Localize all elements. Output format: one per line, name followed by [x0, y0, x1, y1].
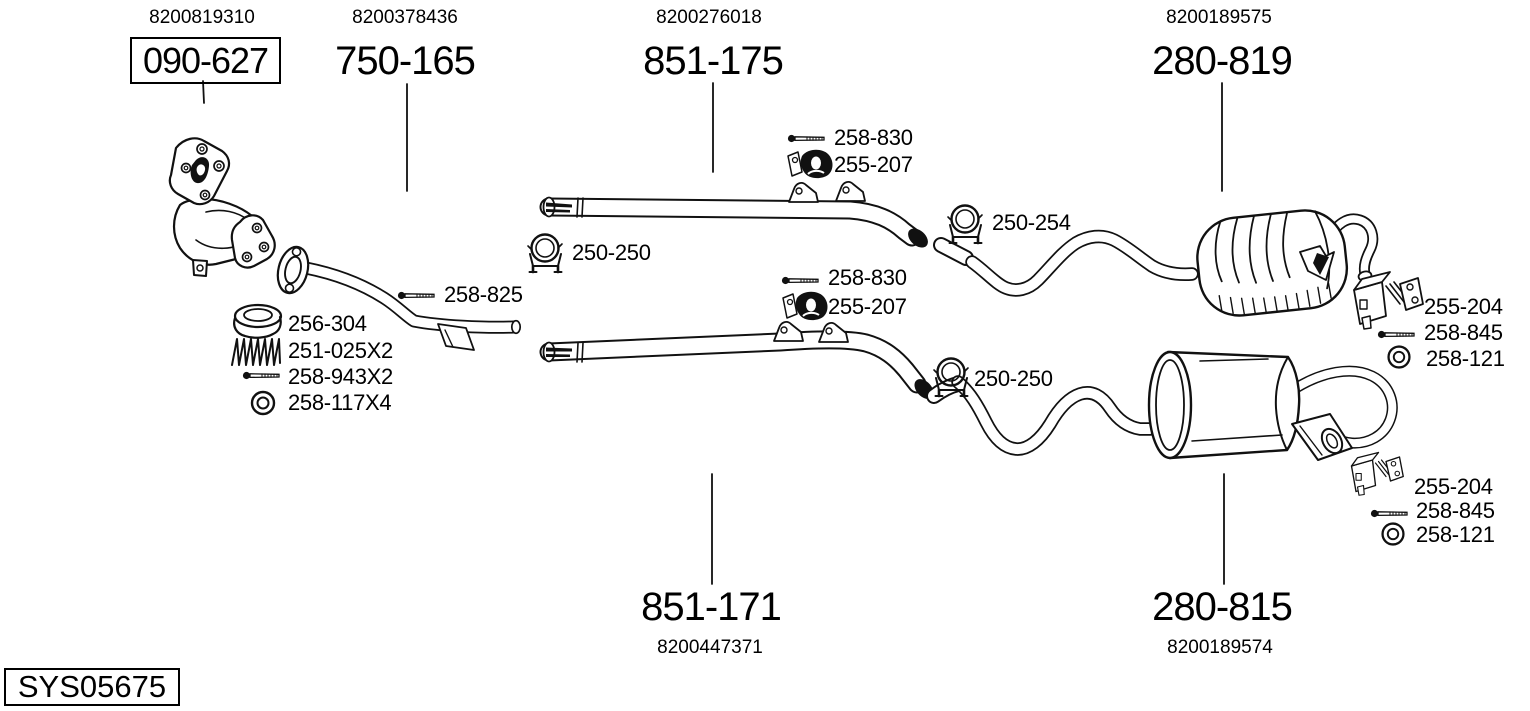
- oem-number-manifold: 8200819310: [149, 7, 255, 28]
- label-rubber-mount-255-207-lower: 255-207: [828, 294, 907, 319]
- manifold-art: [168, 137, 276, 277]
- clamp-icon-250-250-upper: [526, 233, 564, 274]
- label-bolt-258-830-upper: 258-830: [834, 125, 913, 150]
- rear-silencer-lower-art: [926, 350, 1398, 461]
- center-pipe-lower-art: [539, 321, 934, 399]
- front-pipe-art: [276, 245, 522, 351]
- label-bolt-258-845-lower: 258-845: [1416, 498, 1495, 523]
- oem-number-center-pipe-lower: 8200447371: [657, 637, 763, 658]
- label-bolt-258-943: 258-943X2: [288, 364, 393, 389]
- rubber-mount-icon-255-207-lower: [782, 290, 829, 322]
- label-clamp-250-250-upper: 250-250: [572, 240, 651, 265]
- label-bolt-258-825: 258-825: [444, 282, 523, 307]
- part-number-manifold: 090-627: [130, 37, 281, 84]
- label-clamp-250-254: 250-254: [992, 210, 1071, 235]
- pipe-bracket-tab: [773, 321, 804, 342]
- system-code-badge: SYS05675: [4, 668, 180, 706]
- spring-icon-251-025: [231, 338, 281, 366]
- leader-lines: [202, 80, 1225, 585]
- oem-number-front-pipe: 8200378436: [352, 7, 458, 28]
- bolt-icon-258-943: [242, 371, 280, 380]
- clamp-icon-250-254: [946, 204, 984, 245]
- part-number-center-pipe-lower: 851-171: [641, 585, 782, 629]
- bolt-icon-258-845-upper: [1377, 330, 1415, 339]
- washer-icon-258-117: [250, 390, 276, 416]
- label-clamp-250-250-lower: 250-250: [974, 366, 1053, 391]
- gasket-ring-icon-256-304: [233, 303, 283, 339]
- label-spring-251-025: 251-025X2: [288, 338, 393, 363]
- washer-icon-258-121-lower: [1381, 522, 1405, 546]
- bracket-hanger-icon-255-204-lower: [1350, 451, 1404, 496]
- rear-silencer-upper-art: [933, 209, 1379, 317]
- bolt-icon-258-825: [397, 291, 435, 300]
- label-bolt-258-845-upper: 258-845: [1424, 320, 1503, 345]
- washer-icon-258-121-upper: [1387, 345, 1411, 369]
- bolt-icon-258-845-lower: [1370, 509, 1408, 518]
- bracket-hanger-icon-255-204-upper: [1353, 271, 1424, 330]
- pipe-bracket-tab: [835, 181, 866, 202]
- label-bracket-255-204-lower: 255-204: [1414, 474, 1493, 499]
- clamp-icon-250-250-lower: [932, 357, 970, 398]
- part-number-rear-silencer-upper: 280-819: [1152, 39, 1293, 83]
- oem-number-rear-silencer-lower: 8200189574: [1167, 637, 1273, 658]
- center-pipe-upper-art: [539, 181, 928, 248]
- label-washer-258-117: 258-117X4: [288, 390, 392, 415]
- bolt-icon-258-830-upper: [787, 134, 825, 143]
- label-bolt-258-830-lower: 258-830: [828, 265, 907, 290]
- oem-number-center-pipe-upper: 8200276018: [656, 7, 762, 28]
- part-number-front-pipe: 750-165: [335, 39, 476, 83]
- bolt-icon-258-830-lower: [781, 276, 819, 285]
- label-bracket-255-204-upper: 255-204: [1424, 294, 1503, 319]
- pipe-bracket-tab: [788, 182, 819, 203]
- rubber-mount-icon-255-207-upper: [787, 148, 834, 180]
- pipe-bracket-tab: [818, 322, 849, 343]
- oem-number-rear-silencer-upper: 8200189575: [1166, 7, 1272, 28]
- part-number-rear-silencer-lower: 280-815: [1152, 585, 1293, 629]
- part-number-center-pipe-upper: 851-175: [643, 39, 784, 83]
- label-washer-258-121-upper: 258-121: [1426, 346, 1505, 371]
- label-washer-258-121-lower: 258-121: [1416, 522, 1495, 547]
- label-rubber-mount-255-207-upper: 255-207: [834, 152, 913, 177]
- label-gasket-256-304: 256-304: [288, 311, 367, 336]
